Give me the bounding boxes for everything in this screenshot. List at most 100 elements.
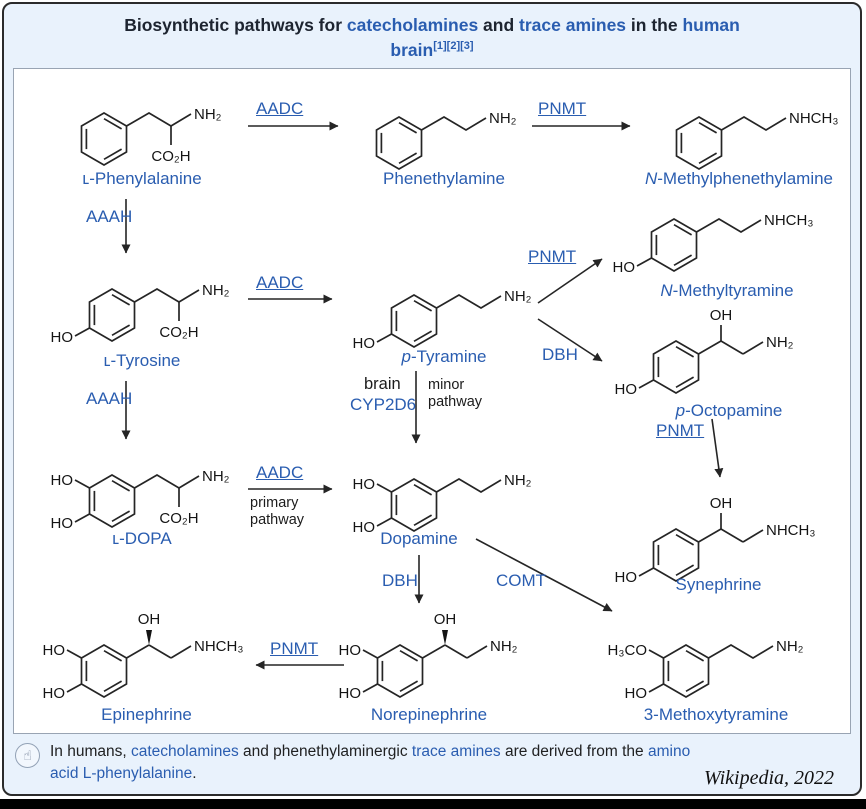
compound-label-n-methyltyramine[interactable]: N-Methyltyramine bbox=[660, 281, 794, 300]
enzyme-label-aadc-1[interactable]: AADC bbox=[256, 99, 304, 118]
group-nhch3-label: NHCH₃ bbox=[789, 110, 838, 127]
enzyme-label-comt[interactable]: COMT bbox=[496, 571, 547, 590]
structure-n-methyltyramine: HO NHCH₃ bbox=[613, 212, 814, 276]
compound-label-dopamine[interactable]: Dopamine bbox=[380, 529, 458, 548]
compound-label-l-dopa[interactable]: ʟ-DOPA bbox=[112, 529, 172, 548]
enzyme-label-dbh-1[interactable]: DBH bbox=[542, 345, 578, 364]
group-nh2-label: NH₂ bbox=[766, 334, 794, 351]
bonds bbox=[375, 116, 487, 170]
diagram-title-line2: brain[1][2][3] bbox=[4, 38, 860, 63]
group-nh2-label: NH₂ bbox=[504, 288, 532, 305]
group-nhch3-label: NHCH₃ bbox=[766, 522, 815, 539]
structure-3-methoxytyramine: H₃CO HO NH₂ bbox=[608, 638, 804, 702]
enzyme-label-cyp2d6[interactable]: CYP2D6 bbox=[350, 395, 417, 414]
title-link-trace-amines[interactable]: trace amines bbox=[519, 15, 627, 35]
reference-3[interactable]: [3] bbox=[460, 40, 474, 53]
enzyme-label-pnmt-4[interactable]: PNMT bbox=[270, 639, 319, 658]
compound-label-3-methoxytyramine[interactable]: 3-Methoxytyramine bbox=[643, 705, 789, 724]
enzyme-label-pnmt-1[interactable]: PNMT bbox=[538, 99, 587, 118]
compound-label-phenethylamine[interactable]: Phenethylamine bbox=[383, 169, 505, 188]
caption-link-trace-amines[interactable]: trace amines bbox=[411, 743, 501, 760]
enzyme-label-dbh-2[interactable]: DBH bbox=[382, 571, 418, 590]
structure-epinephrine: HO HO OH NHCH₃ bbox=[43, 611, 244, 702]
group-nh2-label: NH₂ bbox=[202, 282, 230, 299]
title-link-catecholamines[interactable]: catecholamines bbox=[346, 15, 479, 35]
diagram-title-line1: Biosynthetic pathways for catecholamines… bbox=[4, 13, 860, 38]
group-nhch3-label: NHCH₃ bbox=[764, 212, 813, 229]
arrow-pnmt-to-synephrine bbox=[711, 418, 724, 478]
group-oh-label: OH bbox=[710, 495, 733, 512]
structure-p-octopamine: HO OH NH₂ bbox=[615, 307, 794, 398]
structure-norepinephrine: HO HO OH NH₂ bbox=[339, 611, 518, 702]
group-ho-label: HO bbox=[339, 685, 362, 702]
caption-link-l-phenylalanine[interactable]: acid L-phenylalanine bbox=[50, 764, 193, 782]
structure-l-dopa: HO HO NH₂ CO₂H bbox=[51, 468, 230, 532]
compound-label-norepinephrine[interactable]: Norepinephrine bbox=[370, 705, 488, 724]
compound-label-p-tyramine[interactable]: p-Tyramine bbox=[401, 347, 487, 366]
enzyme-label-aadc-2[interactable]: AADC bbox=[256, 273, 304, 292]
group-oh-label: OH bbox=[138, 611, 161, 628]
structure-l-phenylalanine: NH₂ CO₂H bbox=[80, 106, 222, 166]
group-ho-label: HO bbox=[339, 642, 362, 659]
group-co2h-label: CO₂H bbox=[159, 324, 198, 341]
group-ho-label: HO bbox=[51, 329, 74, 346]
caption-link-catecholamines[interactable]: catecholamines bbox=[131, 743, 239, 760]
bonds bbox=[376, 478, 502, 532]
group-ho-label: HO bbox=[613, 259, 636, 276]
structure-l-tyrosine: HO NH₂ CO₂H bbox=[51, 282, 230, 346]
group-oh-label: OH bbox=[710, 307, 733, 324]
bonds bbox=[362, 630, 488, 698]
structure-phenethylamine: NH₂ bbox=[375, 110, 517, 170]
caption-bar: ☝ In humans, catecholamines and phenethy… bbox=[4, 734, 860, 794]
enzyme-label-pnmt-2[interactable]: PNMT bbox=[528, 247, 577, 266]
enzyme-label-pnmt-3[interactable]: PNMT bbox=[656, 421, 705, 440]
group-ho-label: HO bbox=[51, 515, 74, 532]
bonds bbox=[638, 513, 764, 582]
reference-1[interactable]: [1] bbox=[433, 40, 447, 53]
compound-label-synephrine[interactable]: Synephrine bbox=[675, 575, 762, 594]
group-ho-label: HO bbox=[43, 685, 66, 702]
bonds bbox=[66, 630, 192, 698]
title-text-2: and bbox=[478, 15, 520, 35]
structure-p-tyramine: HO NH₂ bbox=[353, 288, 532, 352]
enzyme-label-aaah-2[interactable]: AAAH bbox=[86, 389, 133, 408]
group-nh2-label: NH₂ bbox=[489, 110, 517, 127]
title-link-brain[interactable]: brain bbox=[390, 40, 434, 61]
group-h3co-label: H₃CO bbox=[608, 642, 647, 659]
brain-label: brain bbox=[364, 375, 401, 393]
group-ho-label: HO bbox=[353, 476, 376, 493]
reference-2[interactable]: [2] bbox=[446, 40, 461, 53]
caption-text-3: are derived from the bbox=[500, 743, 648, 760]
group-ho-label: HO bbox=[43, 642, 66, 659]
compound-label-l-phenylalanine[interactable]: ʟ-Phenylalanine bbox=[82, 169, 202, 188]
group-nh2-label: NH₂ bbox=[504, 472, 532, 489]
compound-label-l-tyrosine[interactable]: ʟ-Tyrosine bbox=[103, 351, 181, 370]
bonds bbox=[638, 325, 764, 394]
structure-synephrine: HO OH NHCH₃ bbox=[615, 495, 816, 586]
compound-label-epinephrine[interactable]: Epinephrine bbox=[101, 705, 192, 724]
group-ho-label: HO bbox=[51, 472, 74, 489]
group-ho-label: HO bbox=[615, 569, 638, 586]
infobox-frame: Biosynthetic pathways for catecholamines… bbox=[2, 2, 862, 796]
title-link-human[interactable]: human bbox=[682, 15, 740, 35]
enzyme-label-aadc-3[interactable]: AADC bbox=[256, 463, 304, 482]
compound-label-n-methylphenethylamine[interactable]: N-Methylphenethylamine bbox=[644, 169, 834, 188]
bottom-bar bbox=[0, 799, 866, 809]
compound-label-p-octopamine[interactable]: p-Octopamine bbox=[675, 401, 783, 420]
caption-text-4: . bbox=[192, 764, 197, 782]
caption-link-amino[interactable]: amino bbox=[647, 743, 691, 760]
bonds bbox=[636, 218, 762, 272]
bonds bbox=[80, 112, 192, 166]
bonds bbox=[74, 474, 200, 528]
pathway-diagram: NH₂ CO₂H NH₂ NHCH₃ bbox=[13, 68, 851, 734]
caption-line2: acid L-phenylalanine. bbox=[50, 763, 850, 785]
group-ho-label: HO bbox=[353, 519, 376, 536]
caption-text-1: In humans, bbox=[50, 743, 131, 760]
title-text-1: Biosynthetic pathways for bbox=[124, 15, 347, 35]
bonds bbox=[376, 294, 502, 348]
enzyme-label-aaah-1[interactable]: AAAH bbox=[86, 207, 133, 226]
group-ho-label: HO bbox=[615, 381, 638, 398]
group-oh-label: OH bbox=[434, 611, 457, 628]
